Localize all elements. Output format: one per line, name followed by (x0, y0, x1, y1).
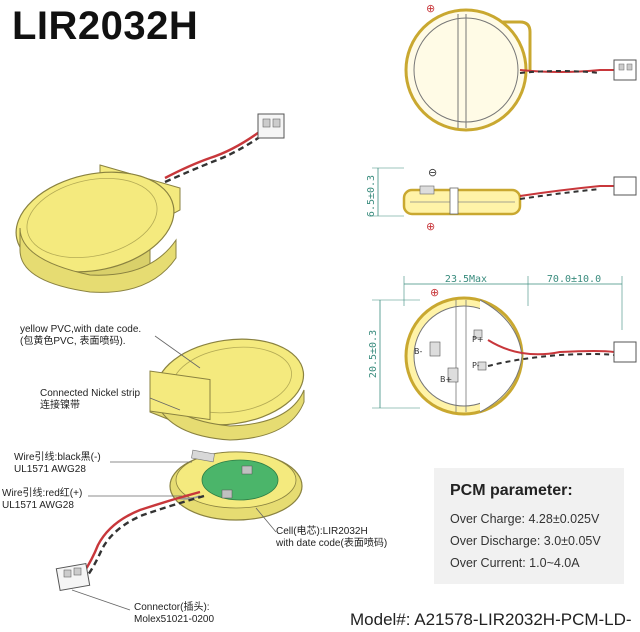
pcm-over-charge: Over Charge: 4.28±0.025V (450, 512, 600, 526)
plus-marker-bottom: ⊕ (430, 286, 439, 299)
product-title: LIR2032H (12, 4, 199, 48)
callout-wire-red-line1: Wire引线:red红(+) (2, 488, 83, 499)
callout-cell-line1: Cell(电芯):LIR2032H (276, 526, 368, 537)
model-number: Model#: A21578-LIR2032H-PCM-LD- (350, 610, 632, 629)
p-minus-label: P- (472, 361, 480, 370)
callout-pvc-line1: yellow PVC,with date code. (20, 324, 142, 335)
drawing-bottom-view (372, 276, 637, 416)
callout-pvc-line2: (包黄色PVC, 表面喷码). (20, 336, 126, 347)
b-minus-label: B- (414, 347, 422, 356)
pcm-parameter-panel: PCM parameter: Over Charge: 4.28±0.025V … (434, 468, 624, 584)
callout-nickel: Connected Nickel strip 连接镍带 (40, 388, 140, 412)
drawing-side-view (372, 167, 637, 217)
callout-cell: Cell(电芯):LIR2032H with date code(表面喷码) (276, 526, 387, 550)
callout-pvc: yellow PVC,with date code. (包黄色PVC, 表面喷码… (20, 324, 141, 348)
pcm-title: PCM parameter: (450, 482, 573, 499)
width-dimension: 20.5±0.3 (368, 330, 379, 378)
callout-connector: Connector(插头): Molex51021-0200 (134, 602, 214, 626)
callout-connector-line1: Connector(插头): (134, 602, 210, 613)
height-dimension: 6.5±0.3 (366, 175, 377, 217)
plus-marker-top: ⊕ (426, 2, 435, 15)
callout-nickel-line1: Connected Nickel strip (40, 388, 141, 399)
callout-cell-line2: with date code(表面喷码) (276, 538, 388, 549)
diameter-dimension: 23.5Max (445, 274, 487, 285)
pcm-over-current: Over Current: 1.0~4.0A (450, 556, 580, 570)
pcm-over-discharge: Over Discharge: 3.0±0.05V (450, 534, 601, 548)
connector-icon (257, 113, 285, 139)
b-plus-label: B+ (440, 375, 452, 384)
callout-wire-red-line2: UL1571 AWG28 (2, 500, 74, 511)
callout-wire-red: Wire引线:red红(+) UL1571 AWG28 (2, 488, 82, 512)
callout-connector-line2: Molex51021-0200 (134, 614, 215, 625)
lead-length-dimension: 70.0±10.0 (547, 274, 601, 285)
callout-nickel-line2: 连接镍带 (40, 400, 80, 411)
plus-marker-side: ⊕ (426, 220, 435, 233)
battery-exploded-view (55, 335, 305, 611)
battery-3d-top (15, 113, 285, 293)
minus-marker-side: ⊖ (428, 166, 437, 179)
p-plus-label: P+ (472, 335, 484, 344)
callout-wire-black-line1: Wire引线:black黑(-) (14, 452, 101, 463)
connector-icon-bottom (55, 562, 91, 592)
callout-wire-black: Wire引线:black黑(-) UL1571 AWG28 (14, 452, 101, 476)
drawing-top-view (404, 8, 637, 132)
callout-wire-black-line2: UL1571 AWG28 (14, 464, 86, 475)
